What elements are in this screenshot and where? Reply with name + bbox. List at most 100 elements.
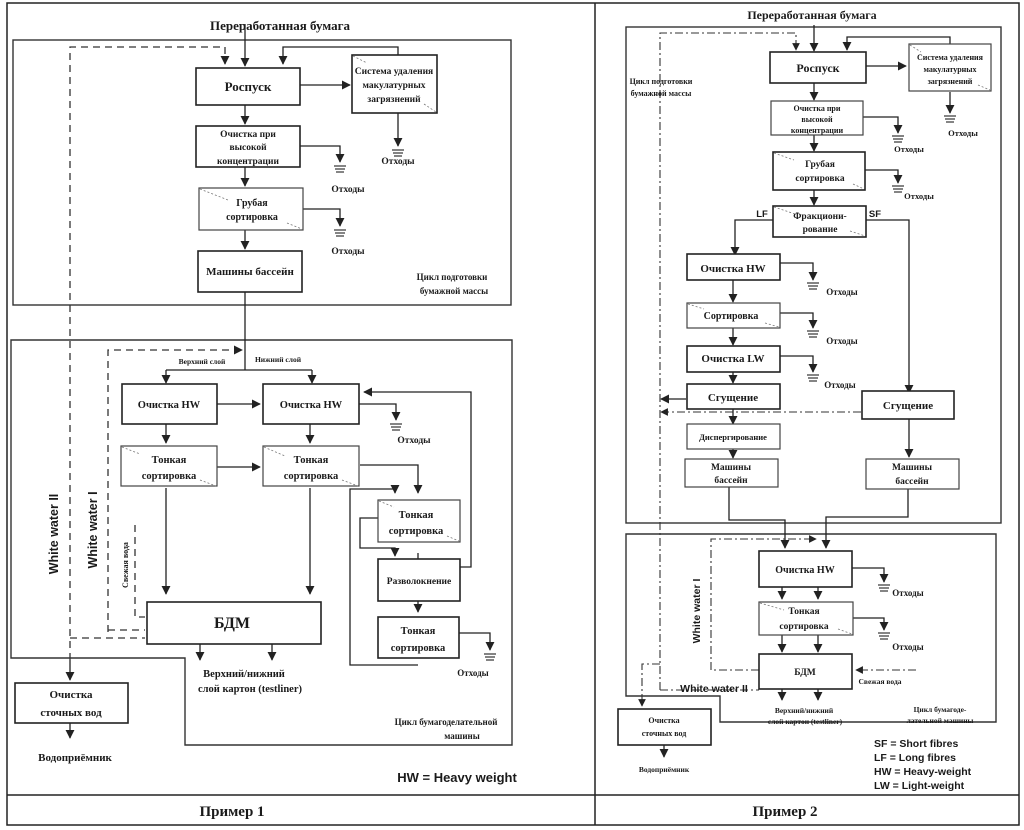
svg-text:Тонкая: Тонкая <box>788 607 819 617</box>
svg-text:Фракциони-: Фракциони- <box>793 212 846 222</box>
svg-text:Система удаления: Система удаления <box>917 53 984 62</box>
svg-text:загрязнений: загрязнений <box>367 94 421 105</box>
receiving-water-label: Водоприёмник <box>38 752 112 764</box>
fresh-water-label: Свежая вода <box>121 542 130 588</box>
svg-text:Диспергирование: Диспергирование <box>699 432 767 442</box>
stock-prep-frame <box>12 39 512 306</box>
box-fine-screening-top: Тонкая сортировка <box>120 445 218 487</box>
svg-text:Сгущение: Сгущение <box>883 400 933 412</box>
box-cleaning-hw: Очистка HW <box>686 253 781 281</box>
svg-text:сортировка: сортировка <box>779 622 829 632</box>
svg-text:сортировка: сортировка <box>391 643 446 654</box>
stock-prep-cycle-label: Цикл подготовки <box>630 77 693 86</box>
caption-example-2: Пример 2 <box>752 804 817 820</box>
waste-label: Отходы <box>892 588 923 598</box>
box-machine-chest: Машины бассейн <box>197 250 303 293</box>
box-fractionation: Фракциони- рование <box>772 205 867 238</box>
white-water-1-label: White water I <box>86 491 100 568</box>
legend-sf: SF = Short fibres <box>874 738 958 750</box>
waste-label: Отходы <box>894 144 924 154</box>
svg-text:концентрации: концентрации <box>217 157 279 167</box>
svg-text:Очистка HW: Очистка HW <box>280 400 343 411</box>
box-fine-screening-tertiary: Тонкая сортировка <box>377 616 460 659</box>
svg-text:Тонкая: Тонкая <box>401 626 436 637</box>
box-fine-screening-secondary: Тонкая сортировка <box>377 499 461 543</box>
input-label: Переработанная бумага <box>747 8 876 22</box>
box-screening: Сортировка <box>686 302 781 329</box>
legend-hw: HW = Heavy weight <box>397 770 517 785</box>
box-fine-screening-bottom: Тонкая сортировка <box>262 445 360 487</box>
svg-text:концентрации: концентрации <box>791 126 844 135</box>
box-thickening-lf: Сгущение <box>686 383 781 410</box>
svg-text:Разволокнение: Разволокнение <box>387 577 451 587</box>
stock-prep-cycle-label: бумажной массы <box>631 89 693 98</box>
waste-label: Отходы <box>826 287 857 297</box>
fresh-water-label: Свежая вода <box>859 677 902 686</box>
svg-text:Очистка HW: Очистка HW <box>700 263 765 275</box>
waste-label: Отходы <box>904 191 934 201</box>
box-paper-machine: БДМ <box>758 653 853 690</box>
svg-text:БДМ: БДМ <box>794 668 815 678</box>
lf-label: LF <box>756 209 768 220</box>
box-machine-chest-lf: Машины бассейн <box>684 458 779 488</box>
waste-label: Отходы <box>381 157 415 167</box>
svg-text:Сгущение: Сгущение <box>708 392 758 404</box>
svg-text:БДМ: БДМ <box>214 615 250 632</box>
svg-text:Очистка HW: Очистка HW <box>138 400 201 411</box>
svg-text:Очистка при: Очистка при <box>794 104 841 113</box>
box-machine-chest-sf: Машины бассейн <box>865 458 960 490</box>
table-frame <box>6 2 1020 826</box>
box-paper-machine: БДМ <box>146 601 322 645</box>
box-cleaning-hw-pm: Очистка HW <box>758 550 853 588</box>
stock-prep-cycle-label: Цикл подготовки <box>417 272 488 282</box>
svg-text:макулатурных: макулатурных <box>923 65 976 74</box>
white-water-2-label: White water II <box>680 683 748 695</box>
svg-text:Тонкая: Тонкая <box>294 455 329 466</box>
waste-label: Отходы <box>397 436 431 446</box>
sf-label: SF <box>869 209 881 220</box>
svg-text:Грубая: Грубая <box>805 159 835 170</box>
legend-hw: HW = Heavy-weight <box>874 766 972 778</box>
box-coarse-screening: Грубая сортировка <box>198 187 304 231</box>
svg-text:бассейн: бассейн <box>714 475 748 486</box>
box-wastewater-treatment: Очистка сточных вод <box>617 708 712 746</box>
bottom-layer-label: Нижний слой <box>255 355 302 364</box>
box-cleaning-lw: Очистка LW <box>686 345 781 373</box>
product-label: Верхний/нижний <box>203 669 285 680</box>
box-dispersing: Диспергирование <box>686 423 781 450</box>
waste-label: Отходы <box>331 185 365 195</box>
box-hd-cleaning: Очистка при высокой концентрации <box>195 125 301 168</box>
waste-label: Отходы <box>948 128 978 138</box>
svg-text:Очистка: Очистка <box>49 689 93 701</box>
svg-text:Роспуск: Роспуск <box>796 61 839 75</box>
box-deflaking: Разволокнение <box>377 558 461 602</box>
box-contaminant-removal: Система удаления макулатурных загрязнени… <box>351 54 438 114</box>
pm-cycle-label: Цикл бумагоделательной <box>395 717 498 727</box>
svg-text:высокой: высокой <box>801 115 833 124</box>
svg-text:сортировка: сортировка <box>226 212 278 223</box>
svg-text:Грубая: Грубая <box>236 198 268 209</box>
svg-text:сортировка: сортировка <box>284 471 339 482</box>
box-cleaning-hw-bottom: Очистка HW <box>262 383 360 425</box>
svg-text:сортировка: сортировка <box>389 526 444 537</box>
caption-example-1: Пример 1 <box>199 804 264 820</box>
stock-prep-cycle-label: бумажной массы <box>420 286 488 296</box>
product-label: Верхний/нижний <box>775 706 834 715</box>
svg-text:Роспуск: Роспуск <box>225 79 272 94</box>
svg-text:Машины: Машины <box>892 463 933 473</box>
receiving-water-label: Водоприёмник <box>639 765 690 774</box>
svg-text:Очистка: Очистка <box>648 716 679 725</box>
svg-text:Сортировка: Сортировка <box>704 311 759 322</box>
svg-text:сточных вод: сточных вод <box>40 707 102 719</box>
box-contaminant-removal: Система удаления макулатурных загрязнени… <box>908 43 992 92</box>
svg-text:бассейн: бассейн <box>895 476 929 487</box>
box-cleaning-hw-top: Очистка HW <box>121 383 218 425</box>
svg-text:сортировка: сортировка <box>795 174 845 184</box>
example-2: Переработанная бумага <box>617 8 1002 820</box>
svg-text:Очистка LW: Очистка LW <box>701 353 764 365</box>
svg-text:Тонкая: Тонкая <box>399 510 434 521</box>
paper-machine-frame <box>625 533 997 723</box>
svg-text:Тонкая: Тонкая <box>152 455 187 466</box>
white-water-2-label: White water II <box>47 494 61 575</box>
